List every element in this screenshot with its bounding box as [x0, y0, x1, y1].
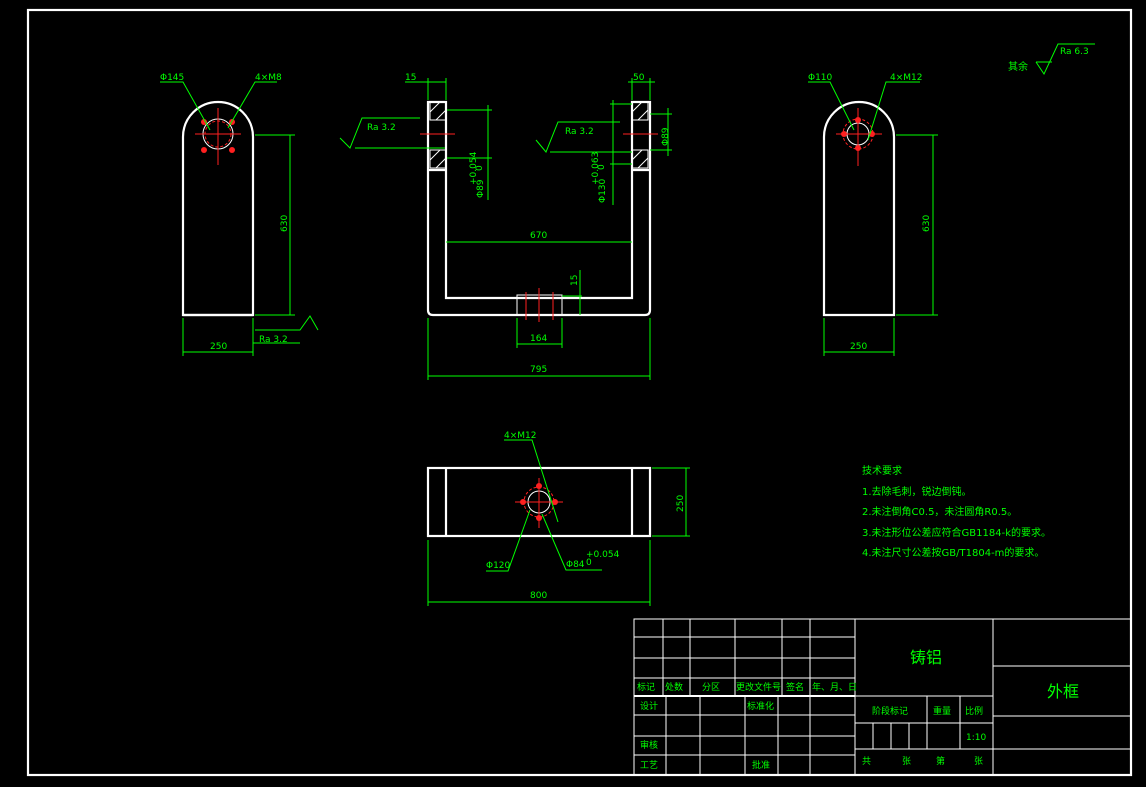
title-block: 铸铝 外框 标记 处数 分区 更改文件号 签名 年、月、日 设计 标准化 审核 … — [633, 618, 1132, 776]
tech-requirements: 技术要求 1.去除毛刺，锐边倒钝。 2.未注倒角C0.5，未注圆角R0.5。 3… — [862, 464, 1051, 559]
stage-mark-label: 阶段标记 — [872, 705, 908, 717]
hdr-sign: 签名 — [786, 681, 804, 693]
roughness-other-value: Ra 6.3 — [1060, 47, 1089, 57]
front-dia130-label: Φ130 — [598, 178, 608, 203]
bottom-dia84-label: Φ84 — [566, 560, 585, 570]
page-label: 第 — [936, 755, 945, 767]
bottom-height-label: 250 — [676, 495, 686, 512]
left-side-view: Φ145 4×M8 630 250 Ra 3.2 — [160, 73, 319, 356]
front-tol89-label: +0.054 — [469, 151, 479, 185]
front-top-left-label: 15 — [405, 73, 416, 83]
left-width-label: 250 — [210, 342, 227, 352]
front-slot-label: 164 — [530, 334, 547, 344]
front-section-view: 15 50 Ra 3.2 Ra 3.2 Φ89 +0.054 0 Φ130 +0… — [339, 73, 672, 380]
tech-title: 技术要求 — [862, 464, 902, 477]
sheets-label-1: 张 — [902, 756, 911, 767]
right-height-label: 630 — [922, 215, 932, 232]
front-top-right-label: 50 — [633, 73, 645, 83]
tech-item-4: 4.未注尺寸公差按GB/T1804-m的要求。 — [862, 546, 1044, 559]
hdr-doc: 更改文件号 — [736, 681, 781, 693]
tech-item-3: 3.未注形位公差应符合GB1184-k的要求。 — [862, 526, 1051, 539]
front-gap-label: 15 — [570, 275, 580, 286]
front-roughness-left: Ra 3.2 — [367, 123, 396, 133]
roughness-other-label: 其余 — [1008, 60, 1028, 73]
front-tol130-label: +0.063 — [591, 152, 601, 185]
sheets-label-2: 张 — [974, 756, 983, 767]
tech-item-1: 1.去除毛刺，锐边倒钝。 — [862, 485, 972, 498]
front-tol130-low: 0 — [597, 164, 607, 170]
left-height-label: 630 — [280, 215, 290, 232]
roughness-other: 其余 Ra 6.3 — [1008, 43, 1095, 76]
front-dia89-right: Φ89 — [661, 127, 671, 146]
right-width-label: 250 — [850, 342, 867, 352]
bottom-thread-label: 4×M12 — [504, 431, 536, 441]
hdr-zone: 分区 — [702, 682, 720, 693]
bottom-view: 4×M12 Φ120 Φ84 +0.054 0 250 800 — [426, 431, 690, 606]
front-roughness-right: Ra 3.2 — [565, 127, 594, 137]
right-thread-label: 4×M12 — [890, 73, 922, 83]
approve-label: 批准 — [752, 759, 770, 771]
left-thread-label: 4×M8 — [255, 73, 282, 83]
bottom-tol84-low: 0 — [586, 558, 592, 568]
front-inner-label: 670 — [530, 231, 547, 241]
total-label: 共 — [862, 756, 871, 767]
material-label: 铸铝 — [910, 648, 942, 667]
review-label: 审核 — [640, 739, 658, 751]
design-label: 设计 — [640, 700, 658, 712]
bottom-width-label: 800 — [530, 591, 547, 601]
front-tol89-low: 0 — [475, 165, 485, 171]
part-name-label: 外框 — [1047, 682, 1079, 701]
right-dia-label: Φ110 — [808, 73, 833, 83]
tech-item-2: 2.未注倒角C0.5，未注圆角R0.5。 — [862, 505, 1017, 518]
left-dia-label: Φ145 — [160, 73, 184, 83]
bottom-dia120-label: Φ120 — [486, 561, 511, 571]
front-dia89-label: Φ89 — [476, 179, 486, 198]
right-side-view: Φ110 4×M12 630 250 — [808, 73, 938, 356]
weight-label: 重量 — [933, 705, 951, 717]
scale-label: 比例 — [965, 705, 983, 717]
scale-value: 1:10 — [966, 733, 986, 743]
front-overall-label: 795 — [530, 365, 547, 375]
left-roughness-label: Ra 3.2 — [259, 335, 288, 345]
hdr-mark: 标记 — [637, 681, 655, 693]
hdr-count: 处数 — [665, 681, 683, 693]
bottom-tol84-label: +0.054 — [586, 550, 620, 560]
hdr-date: 年、月、日 — [812, 681, 857, 693]
standardization-label: 标准化 — [747, 700, 774, 712]
process-label: 工艺 — [640, 760, 658, 771]
drawing-frame — [26, 8, 1133, 777]
